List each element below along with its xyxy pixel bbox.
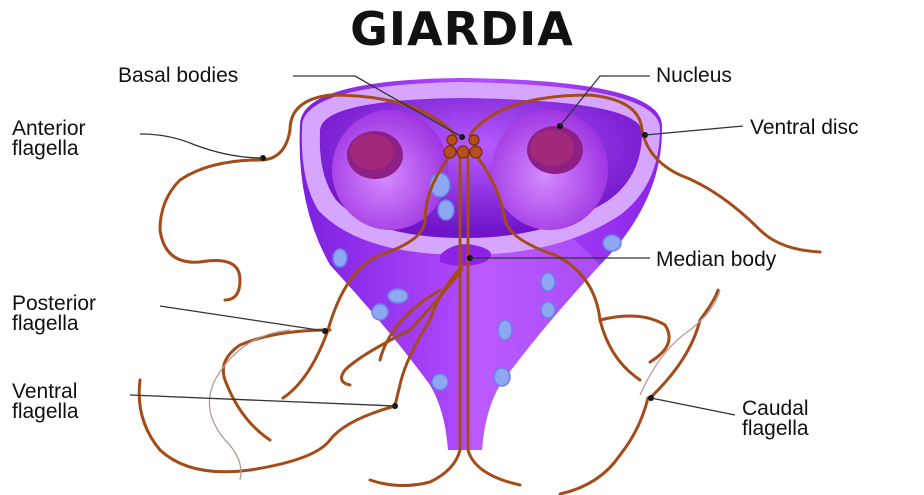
label-posterior-flagella-line2: flagella: [12, 313, 79, 335]
label-nucleus: Nucleus: [656, 65, 732, 87]
label-ventral-flagella-line2: flagella: [12, 401, 79, 423]
label-caudal-flagella-line2: flagella: [742, 418, 809, 440]
label-ventral-disc: Ventral disc: [750, 117, 859, 139]
label-basal-bodies: Basal bodies: [118, 65, 238, 87]
label-median-body: Median body: [656, 249, 776, 271]
label-anterior-flagella-line2: flagella: [12, 138, 79, 160]
